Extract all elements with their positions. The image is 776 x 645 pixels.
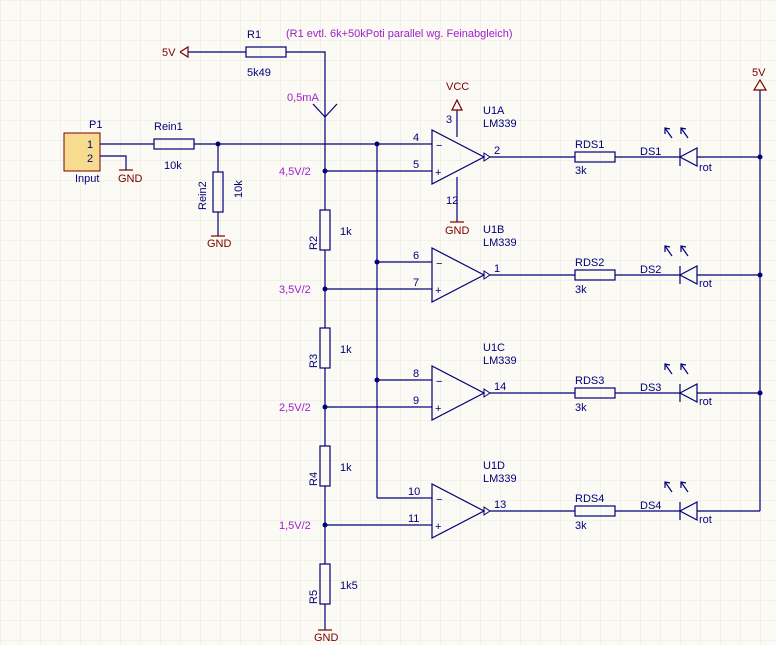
svg-text:−: − bbox=[436, 494, 442, 506]
svg-text:R1: R1 bbox=[247, 29, 261, 41]
svg-text:LM339: LM339 bbox=[483, 118, 517, 130]
svg-text:Rein2: Rein2 bbox=[197, 181, 209, 210]
svg-text:14: 14 bbox=[494, 381, 506, 393]
svg-text:+: + bbox=[435, 403, 441, 415]
svg-text:RDS4: RDS4 bbox=[575, 493, 604, 505]
svg-text:R3: R3 bbox=[308, 354, 320, 368]
power-5v-right: 5V bbox=[752, 67, 768, 91]
svg-text:9: 9 bbox=[413, 395, 419, 407]
svg-text:+: + bbox=[435, 285, 441, 297]
gnd-rein2: GND bbox=[207, 235, 232, 250]
svg-text:+: + bbox=[435, 167, 441, 179]
svg-text:R4: R4 bbox=[308, 472, 320, 486]
svg-text:GND: GND bbox=[207, 238, 232, 250]
resistor-r5[interactable]: R5 1k5 bbox=[308, 563, 358, 605]
resistor-rein2[interactable]: Rein2 10k bbox=[197, 171, 245, 213]
svg-text:Rein1: Rein1 bbox=[154, 121, 183, 133]
resistor-r3[interactable]: R3 1k bbox=[308, 327, 352, 369]
svg-text:1: 1 bbox=[494, 263, 500, 275]
resistor-rds1[interactable]: RDS1 3k bbox=[574, 139, 616, 177]
svg-text:R5: R5 bbox=[308, 590, 320, 604]
resistor-rds2[interactable]: RDS2 3k bbox=[574, 257, 616, 296]
svg-text:5k49: 5k49 bbox=[247, 67, 271, 79]
svg-text:LM339: LM339 bbox=[483, 473, 517, 485]
svg-text:5V: 5V bbox=[752, 67, 766, 79]
svg-text:5: 5 bbox=[413, 159, 419, 171]
svg-text:0,5mA: 0,5mA bbox=[287, 92, 319, 104]
svg-text:DS4: DS4 bbox=[640, 500, 661, 512]
svg-text:U1C: U1C bbox=[483, 342, 505, 354]
svg-text:DS3: DS3 bbox=[640, 382, 661, 394]
svg-text:10k: 10k bbox=[233, 180, 245, 198]
svg-text:2: 2 bbox=[87, 153, 93, 165]
svg-text:+: + bbox=[435, 521, 441, 533]
svg-text:rot: rot bbox=[699, 278, 712, 290]
svg-text:1: 1 bbox=[87, 139, 93, 151]
svg-text:1k: 1k bbox=[340, 344, 352, 356]
svg-text:7: 7 bbox=[413, 277, 419, 289]
led-ds1[interactable]: DS1 rot bbox=[640, 127, 712, 174]
current-probe: 0,5mA bbox=[287, 92, 338, 118]
svg-text:4: 4 bbox=[413, 132, 419, 144]
svg-text:U1D: U1D bbox=[483, 460, 505, 472]
gnd-r5: GND bbox=[314, 629, 339, 644]
svg-text:rot: rot bbox=[699, 514, 712, 526]
svg-text:1k: 1k bbox=[340, 226, 352, 238]
svg-text:LM339: LM339 bbox=[483, 355, 517, 367]
svg-text:8: 8 bbox=[413, 368, 419, 380]
comparator-u1d[interactable]: − + 10 11 13 U1D LM339 bbox=[408, 460, 517, 539]
svg-text:11: 11 bbox=[408, 513, 419, 525]
svg-text:U1A: U1A bbox=[483, 105, 505, 117]
comparator-u1a[interactable]: − + 4 5 2 U1A LM339 bbox=[413, 105, 517, 185]
voltage-label-2: 3,5V/2 bbox=[279, 284, 311, 296]
comparator-u1b[interactable]: − + 6 7 1 U1B LM339 bbox=[413, 224, 517, 303]
svg-text:VCC: VCC bbox=[446, 81, 469, 93]
connector-p1[interactable]: P1 1 2 Input bbox=[63, 119, 102, 185]
svg-text:−: − bbox=[436, 140, 442, 152]
resistor-r4[interactable]: R4 1k bbox=[308, 445, 352, 487]
svg-text:Input: Input bbox=[75, 173, 99, 185]
voltage-label-3: 2,5V/2 bbox=[279, 402, 311, 414]
svg-text:R2: R2 bbox=[308, 236, 320, 250]
svg-text:3k: 3k bbox=[575, 284, 587, 296]
svg-text:3k: 3k bbox=[575, 402, 587, 414]
svg-text:rot: rot bbox=[699, 162, 712, 174]
svg-text:P1: P1 bbox=[89, 119, 102, 131]
svg-text:1k: 1k bbox=[340, 462, 352, 474]
voltage-label-4: 1,5V/2 bbox=[279, 520, 311, 532]
svg-text:U1B: U1B bbox=[483, 224, 504, 236]
comparator-u1c[interactable]: − + 8 9 14 U1C LM339 bbox=[413, 342, 517, 421]
svg-text:10: 10 bbox=[408, 486, 420, 498]
svg-text:1k5: 1k5 bbox=[340, 580, 358, 592]
svg-text:13: 13 bbox=[494, 499, 506, 511]
svg-text:−: − bbox=[436, 376, 442, 388]
svg-text:GND: GND bbox=[314, 632, 339, 644]
voltage-label-1: 4,5V/2 bbox=[279, 166, 311, 178]
svg-text:DS2: DS2 bbox=[640, 264, 661, 276]
svg-text:rot: rot bbox=[699, 396, 712, 408]
svg-text:RDS2: RDS2 bbox=[575, 257, 604, 269]
svg-text:3k: 3k bbox=[575, 520, 587, 532]
gnd-p1: GND bbox=[118, 169, 143, 185]
svg-text:GND: GND bbox=[445, 225, 470, 237]
design-note: (R1 evtl. 6k+50kPoti parallel wg. Feinab… bbox=[286, 28, 513, 40]
svg-text:LM339: LM339 bbox=[483, 237, 517, 249]
gnd-u1a: GND bbox=[445, 221, 470, 237]
svg-text:12: 12 bbox=[446, 195, 458, 207]
svg-text:3k: 3k bbox=[575, 165, 587, 177]
svg-text:GND: GND bbox=[118, 173, 143, 185]
svg-text:RDS1: RDS1 bbox=[575, 139, 604, 151]
svg-text:3: 3 bbox=[446, 114, 452, 126]
svg-text:6: 6 bbox=[413, 250, 419, 262]
svg-text:5V: 5V bbox=[162, 47, 176, 59]
led-ds3[interactable]: DS3 rot bbox=[640, 363, 712, 408]
vcc-u1a: VCC bbox=[446, 81, 469, 111]
svg-text:10k: 10k bbox=[164, 160, 182, 172]
svg-text:2: 2 bbox=[494, 145, 500, 157]
svg-text:−: − bbox=[436, 258, 442, 270]
svg-text:DS1: DS1 bbox=[640, 146, 661, 158]
svg-text:RDS3: RDS3 bbox=[575, 375, 604, 387]
